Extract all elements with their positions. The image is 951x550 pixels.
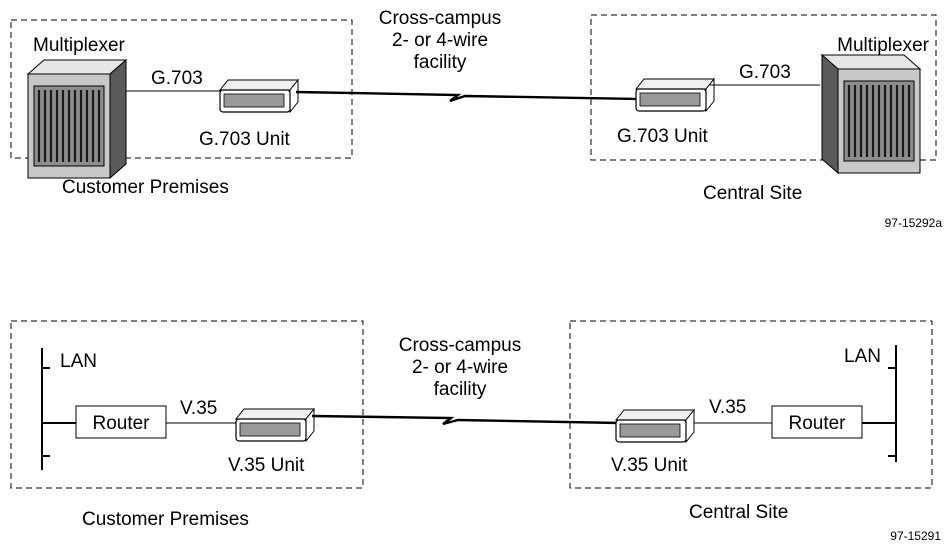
diagram-1: Multiplexer G.703 G.703 Unit Customer Pr… bbox=[10, 8, 943, 230]
facility-link bbox=[295, 90, 641, 103]
figure-id: 97-15291 bbox=[890, 529, 941, 543]
v35-unit-icon bbox=[235, 408, 315, 442]
multiplexer-label: Multiplexer bbox=[33, 35, 126, 56]
g703-link-label: G.703 bbox=[739, 62, 791, 83]
multiplexer-icon bbox=[26, 58, 128, 180]
customer-premises-label: Customer Premises bbox=[82, 509, 249, 530]
g703-link-label: G.703 bbox=[151, 68, 203, 89]
facility-label-line2: 2- or 4-wire bbox=[412, 357, 508, 378]
g703-unit-label: G.703 Unit bbox=[617, 126, 709, 147]
g703-unit-icon bbox=[635, 78, 715, 112]
figure-id: 97-15292a bbox=[885, 216, 943, 230]
multiplexer-icon bbox=[820, 53, 922, 175]
customer-premises-boundary bbox=[10, 19, 353, 159]
facility-link bbox=[311, 414, 621, 426]
lan-bus bbox=[862, 345, 897, 462]
multiplexer-label: Multiplexer bbox=[837, 35, 930, 56]
central-site-label: Central Site bbox=[689, 502, 788, 523]
g703-unit-label: G.703 Unit bbox=[199, 129, 291, 150]
v35-unit-icon bbox=[615, 409, 695, 443]
facility-label-line2: 2- or 4-wire bbox=[392, 30, 488, 51]
facility-label-line1: Cross-campus bbox=[379, 8, 501, 29]
central-site-boundary bbox=[590, 14, 937, 161]
lan-bus bbox=[41, 348, 76, 470]
v35-link-label: V.35 bbox=[709, 397, 746, 418]
facility-label-line1: Cross-campus bbox=[399, 335, 521, 356]
v35-unit-label: V.35 Unit bbox=[228, 455, 305, 476]
customer-premises-label: Customer Premises bbox=[62, 177, 229, 198]
lan-label: LAN bbox=[844, 346, 881, 367]
facility-label-line3: facility bbox=[434, 379, 487, 400]
central-site-label: Central Site bbox=[703, 183, 802, 204]
router-box bbox=[75, 405, 167, 439]
customer-premises-boundary bbox=[10, 320, 364, 489]
lan-label: LAN bbox=[60, 351, 97, 372]
router-label: Router bbox=[92, 413, 150, 434]
router-label: Router bbox=[788, 413, 846, 434]
central-site-boundary bbox=[569, 320, 933, 489]
v35-link-label: V.35 bbox=[180, 398, 217, 419]
g703-unit-icon bbox=[219, 79, 299, 113]
v35-unit-label: V.35 Unit bbox=[611, 455, 688, 476]
facility-label-line3: facility bbox=[414, 52, 467, 73]
router-box bbox=[771, 405, 863, 439]
diagram-2: LAN Router V.35 V.35 Unit Customer Premi… bbox=[10, 320, 941, 543]
